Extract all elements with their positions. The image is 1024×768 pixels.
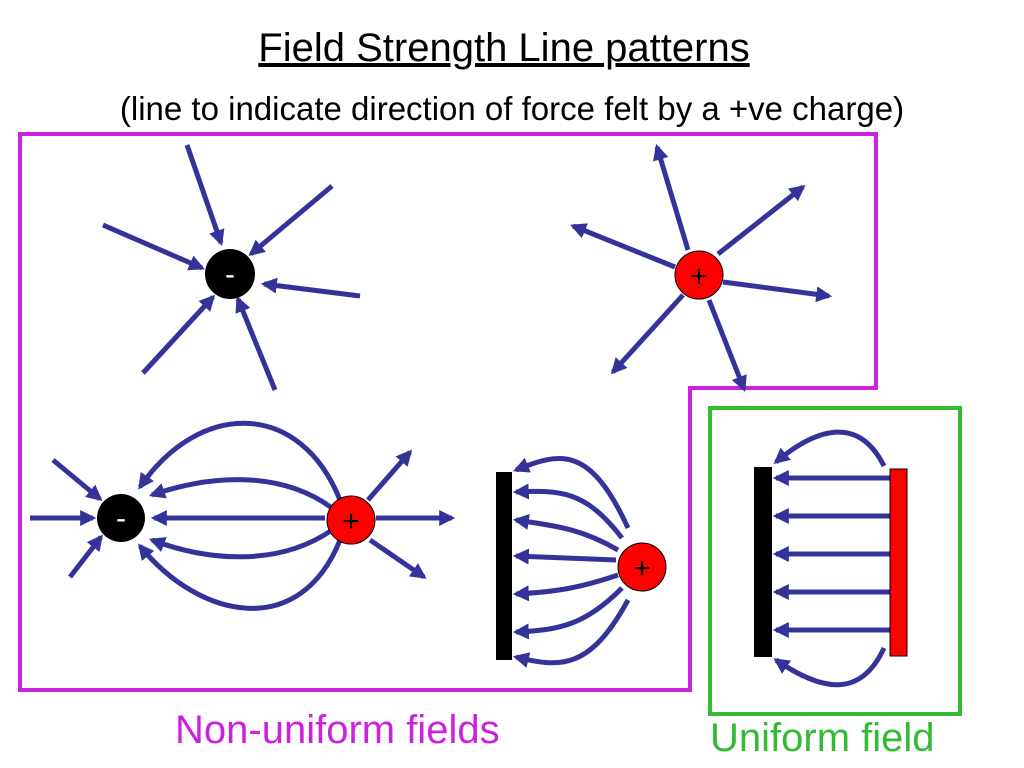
field-line xyxy=(512,586,624,640)
field-line xyxy=(137,420,343,501)
field-line xyxy=(773,429,887,468)
field-line xyxy=(773,646,887,688)
field-line xyxy=(68,534,103,579)
uniform-positive-plate xyxy=(889,468,908,657)
point-plate-positive-charge: + xyxy=(617,542,667,592)
field-line xyxy=(102,222,205,271)
negative-sign: - xyxy=(225,258,235,291)
field-line xyxy=(570,223,676,270)
uniform-caption: Uniform field xyxy=(710,716,935,760)
positive-sign: + xyxy=(342,505,360,538)
field-line xyxy=(512,514,620,553)
field-line xyxy=(512,548,617,565)
negative-sign: - xyxy=(116,502,126,535)
field-line xyxy=(148,477,334,511)
positive-sign: + xyxy=(690,260,708,293)
isolated-positive-field xyxy=(570,143,833,392)
field-line xyxy=(512,598,631,668)
field-line xyxy=(716,185,806,256)
page-title: Field Strength Line patterns xyxy=(258,26,750,70)
field-line xyxy=(366,449,413,502)
page-subtitle: (line to indicate direction of force fel… xyxy=(119,90,905,127)
non-uniform-caption: Non-uniform fields xyxy=(175,708,500,752)
field-line xyxy=(141,294,216,375)
field-line xyxy=(368,537,427,580)
uniform-field-lines xyxy=(772,429,890,688)
non-uniform-frame xyxy=(18,132,878,692)
field-line xyxy=(513,456,631,530)
positive-sign: + xyxy=(633,552,651,585)
field-line xyxy=(512,572,619,602)
field-line xyxy=(51,458,103,502)
dipole-positive-charge: + xyxy=(326,495,376,545)
field-line xyxy=(706,299,747,392)
dipole-field xyxy=(30,420,456,611)
point-plate-negative-plate xyxy=(496,472,512,660)
isolated-negative-charge: - xyxy=(205,249,255,299)
dipole-negative-charge: - xyxy=(97,494,145,542)
field-line xyxy=(248,184,334,257)
field-line xyxy=(610,293,685,375)
field-line xyxy=(184,144,225,247)
field-line xyxy=(137,539,343,611)
uniform-frame xyxy=(708,406,962,716)
uniform-negative-plate xyxy=(754,467,772,657)
field-line xyxy=(653,143,691,251)
field-line xyxy=(722,279,833,303)
field-line xyxy=(512,483,624,540)
field-line xyxy=(235,296,278,391)
isolated-negative-field xyxy=(102,144,361,391)
isolated-positive-charge: + xyxy=(674,250,724,300)
field-line xyxy=(149,527,334,560)
field-line xyxy=(260,277,361,299)
point-plate-field xyxy=(512,456,631,668)
